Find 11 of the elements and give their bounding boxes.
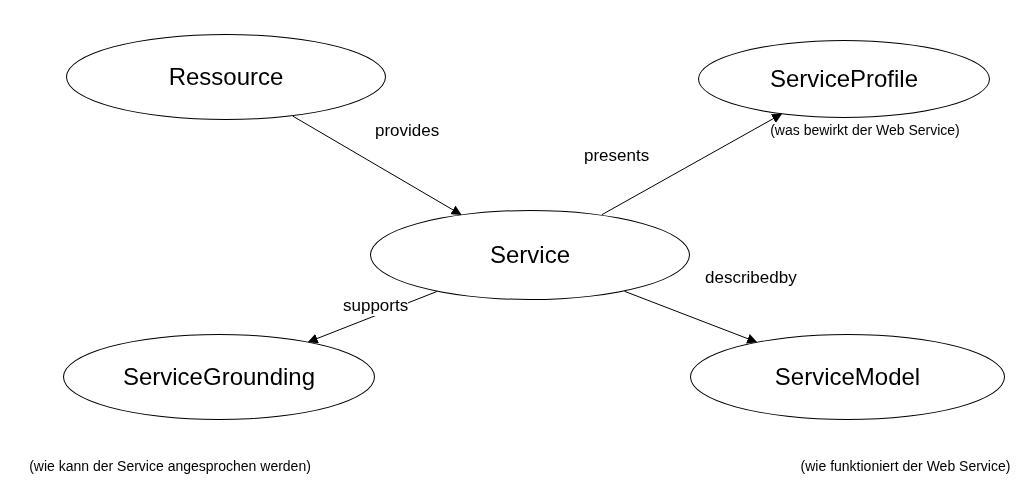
- arrow: [292, 115, 462, 215]
- node-label: ServiceProfile: [769, 67, 919, 91]
- node-caption: (wie funktioniert der Web Service): [799, 458, 1012, 476]
- node-label: ServiceModel: [774, 365, 921, 389]
- arrow: [601, 113, 783, 216]
- arrow: [624, 290, 758, 344]
- node-caption: (was bewirkt der Web Service): [769, 122, 961, 140]
- node-label: Ressource: [168, 65, 284, 89]
- node-label: Service: [490, 243, 570, 267]
- node-label: ServiceGrounding: [122, 365, 316, 389]
- node-caption: (wie kann der Service angesprochen werden): [28, 458, 312, 476]
